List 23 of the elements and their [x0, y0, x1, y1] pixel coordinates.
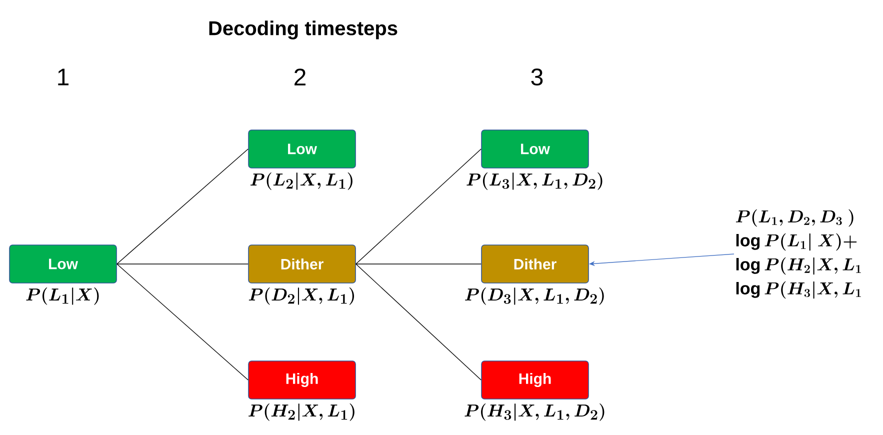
tree-branch: [356, 264, 482, 380]
tree-branch: [356, 148, 482, 264]
probability-formula: $P(D_3|X, L_1, D_2)$: [465, 288, 604, 305]
state-box: High: [248, 360, 356, 400]
state-box: Dither: [481, 244, 589, 284]
title: Decoding timesteps: [209, 20, 398, 40]
step-number: 1: [58, 68, 68, 86]
probability-formula: $P(L_3|X, L_1, D_2)$: [466, 172, 602, 190]
state-box: Low: [9, 244, 117, 284]
step-number: 3: [531, 68, 543, 86]
tree-branch: [116, 264, 248, 380]
step-number: 2: [294, 68, 306, 86]
state-box: Low: [248, 130, 356, 168]
score-formula: $P(L_1, D_2, D_3\ )$ $\log P(L_1|\ X) +$ $\log P(H_2|X, L_1$ $\log P(H_3|X, L_1$: [736, 209, 861, 299]
probability-formula: $P(H_2|X, L_1)$: [248, 404, 354, 421]
probability-formula: $P(D_2|X, L_1)$: [248, 288, 354, 305]
state-box: Dither: [248, 244, 356, 284]
state-box: Low: [481, 130, 589, 168]
state-box: High: [481, 360, 589, 400]
probability-formula: $P(L_1|X)$: [26, 288, 99, 305]
probability-formula: $P(L_2|X, L_1)$: [250, 172, 352, 190]
tree-branch: [116, 148, 248, 264]
probability-formula: $P(H_3|X, L_1, D_2)$: [464, 404, 604, 421]
